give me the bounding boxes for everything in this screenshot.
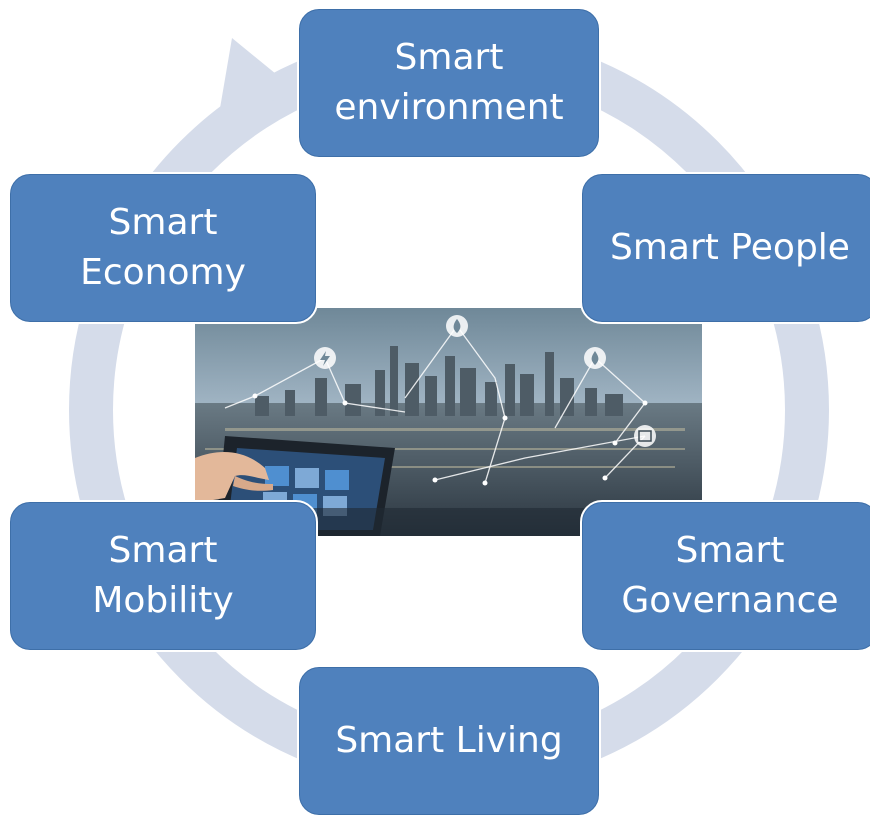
node-smart-environment: Smart environment (297, 7, 601, 159)
node-label-line2: Mobility (92, 580, 234, 621)
node-smart-mobility: Smart Mobility (8, 500, 318, 652)
lightning-icon (314, 347, 336, 369)
image-icon (634, 425, 656, 447)
cycle-arrowhead-icon (218, 38, 298, 120)
city-skyline (255, 346, 623, 416)
node-label-line2: Economy (80, 252, 246, 293)
flame-icon (446, 315, 468, 337)
node-label-line1: Smart (108, 530, 218, 571)
smart-city-photo (195, 308, 702, 536)
node-smart-economy: Smart Economy (8, 172, 318, 324)
hand (195, 452, 273, 503)
node-label-line1: Smart (675, 530, 785, 571)
node-label-line1: Smart (394, 37, 504, 78)
node-smart-living: Smart Living (297, 665, 601, 817)
node-label-line1: Smart Living (335, 720, 563, 761)
node-label-line1: Smart People (610, 227, 850, 268)
node-label-line1: Smart (108, 202, 218, 243)
node-label-line2: Governance (621, 580, 839, 621)
node-smart-people: Smart People (580, 172, 870, 324)
node-smart-governance: Smart Governance (580, 500, 870, 652)
water-drop-icon (584, 347, 606, 369)
node-label-line2: environment (334, 87, 564, 128)
